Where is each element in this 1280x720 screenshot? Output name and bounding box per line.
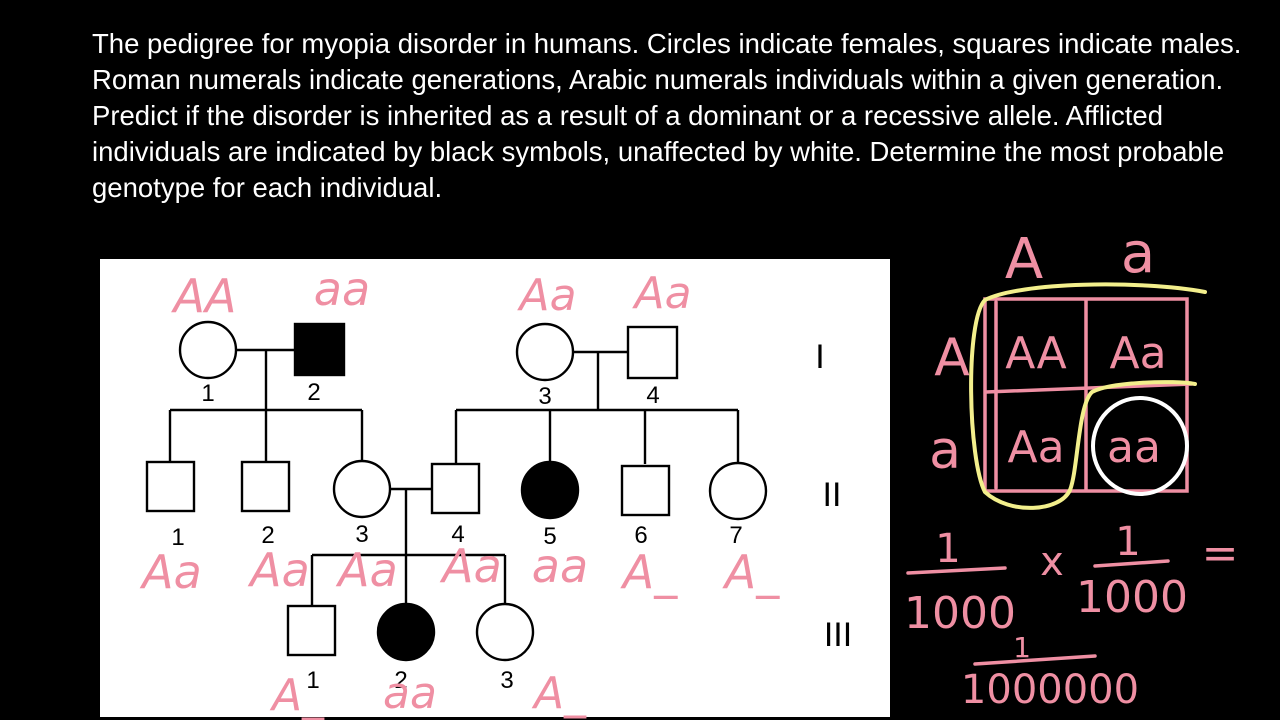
generation-label-3: III	[824, 616, 852, 654]
punnett-side-allele-1: A	[934, 328, 970, 388]
gen2-individual-6-number: 6	[634, 522, 647, 549]
gen2-individual-3-symbol	[332, 459, 392, 519]
gen1-individual-4-genotype: Aa	[631, 268, 691, 319]
punnett-side-allele-2: a	[929, 421, 961, 481]
gen2-individual-2-number: 2	[261, 522, 274, 549]
equals-sign: =	[1202, 528, 1239, 579]
gen2-individual-3-genotype: Aa	[335, 543, 398, 597]
generation-label-1: I	[815, 338, 824, 376]
gen2-individual-7-number: 7	[729, 522, 742, 549]
handwritten-genotypes: AA aa Aa Aa Aa Aa Aa Aa aa A_ A_ A_ aa A…	[139, 262, 780, 720]
gen1-individual-3-genotype: Aa	[516, 270, 576, 321]
pedigree-lines	[168, 348, 740, 606]
punnett-top-allele-2: a	[1121, 221, 1155, 286]
punnett-top-allele-1: A	[1005, 227, 1043, 292]
punnett-cell-Aa-top: Aa	[1109, 328, 1166, 379]
factor1-numerator: 1	[935, 526, 960, 572]
gen3-individual-3-symbol	[475, 602, 535, 662]
gen2-individual-4-symbol	[430, 462, 481, 515]
gen1-individual-1-symbol	[178, 320, 238, 380]
factor2-denominator: 1000	[1076, 572, 1188, 623]
factor1-denominator: 1000	[904, 588, 1016, 639]
gen1-individual-4-number: 4	[646, 382, 659, 409]
gen1-individual-2-genotype: aa	[314, 262, 370, 316]
highlight-circle-aa	[1091, 396, 1189, 496]
gen2-individual-4-genotype: Aa	[439, 539, 502, 593]
result-numerator: 1	[1013, 631, 1031, 664]
gen1-individual-3-number: 3	[538, 383, 551, 410]
gen1-individual-1-number: 1	[201, 380, 214, 407]
problem-statement: The pedigree for myopia disorder in huma…	[92, 28, 1242, 203]
highlight-loop-yellow	[969, 282, 1207, 510]
gen3-individual-1-genotype: A_	[269, 670, 325, 720]
punnett-cell-Aa-bottom: Aa	[1007, 422, 1064, 473]
gen3-individual-3-number: 3	[500, 667, 513, 694]
gen2-individual-7-genotype: A_	[722, 545, 780, 599]
gen3-individual-2-number: 2	[394, 667, 407, 694]
times-operator: x	[1040, 539, 1064, 585]
gen2-individual-5-genotype: aa	[532, 539, 588, 593]
factor2-numerator: 1	[1115, 519, 1140, 565]
gen2-individual-6-symbol	[620, 464, 671, 517]
gen3-individual-3-genotype: A_	[531, 668, 587, 719]
gen2-individual-1-number: 1	[171, 524, 184, 551]
gen2-individual-7-symbol	[708, 461, 768, 521]
gen2-individual-2-genotype: Aa	[247, 543, 310, 597]
gen2-individual-6-genotype: A_	[620, 545, 678, 599]
punnett-square: A a A a AA Aa Aa aa	[929, 221, 1207, 510]
punnett-cell-aa: aa	[1107, 422, 1161, 473]
probability-calculation: 1 1000 x 1 1000 = 1 1000000	[904, 519, 1238, 713]
gen2-individual-1-symbol	[145, 460, 196, 513]
gen2-individual-5-number: 5	[543, 523, 556, 550]
punnett-grid-horizontal	[984, 382, 1194, 394]
result-denominator: 1000000	[961, 667, 1139, 713]
gen1-individual-4-symbol	[626, 325, 679, 380]
gen3-individual-2-symbol	[376, 602, 436, 662]
gen1-individual-3-symbol	[515, 322, 575, 382]
gen2-individual-4-number: 4	[451, 521, 464, 548]
gen1-individual-1-genotype: AA	[171, 269, 237, 323]
gen2-individual-2-symbol	[240, 460, 291, 513]
gen2-individual-5-symbol	[520, 460, 580, 520]
gen3-individual-1-symbol	[286, 604, 337, 657]
punnett-cell-AA: AA	[1005, 328, 1066, 379]
gen1-individual-2-number: 2	[307, 379, 320, 406]
gen2-individual-3-number: 3	[355, 521, 368, 548]
gen1-individual-2-symbol	[293, 322, 346, 377]
gen3-individual-1-number: 1	[306, 667, 319, 694]
gen3-individual-2-genotype: aa	[383, 668, 437, 719]
gen2-individual-1-genotype: Aa	[139, 545, 202, 599]
generation-label-2: II	[823, 476, 842, 514]
